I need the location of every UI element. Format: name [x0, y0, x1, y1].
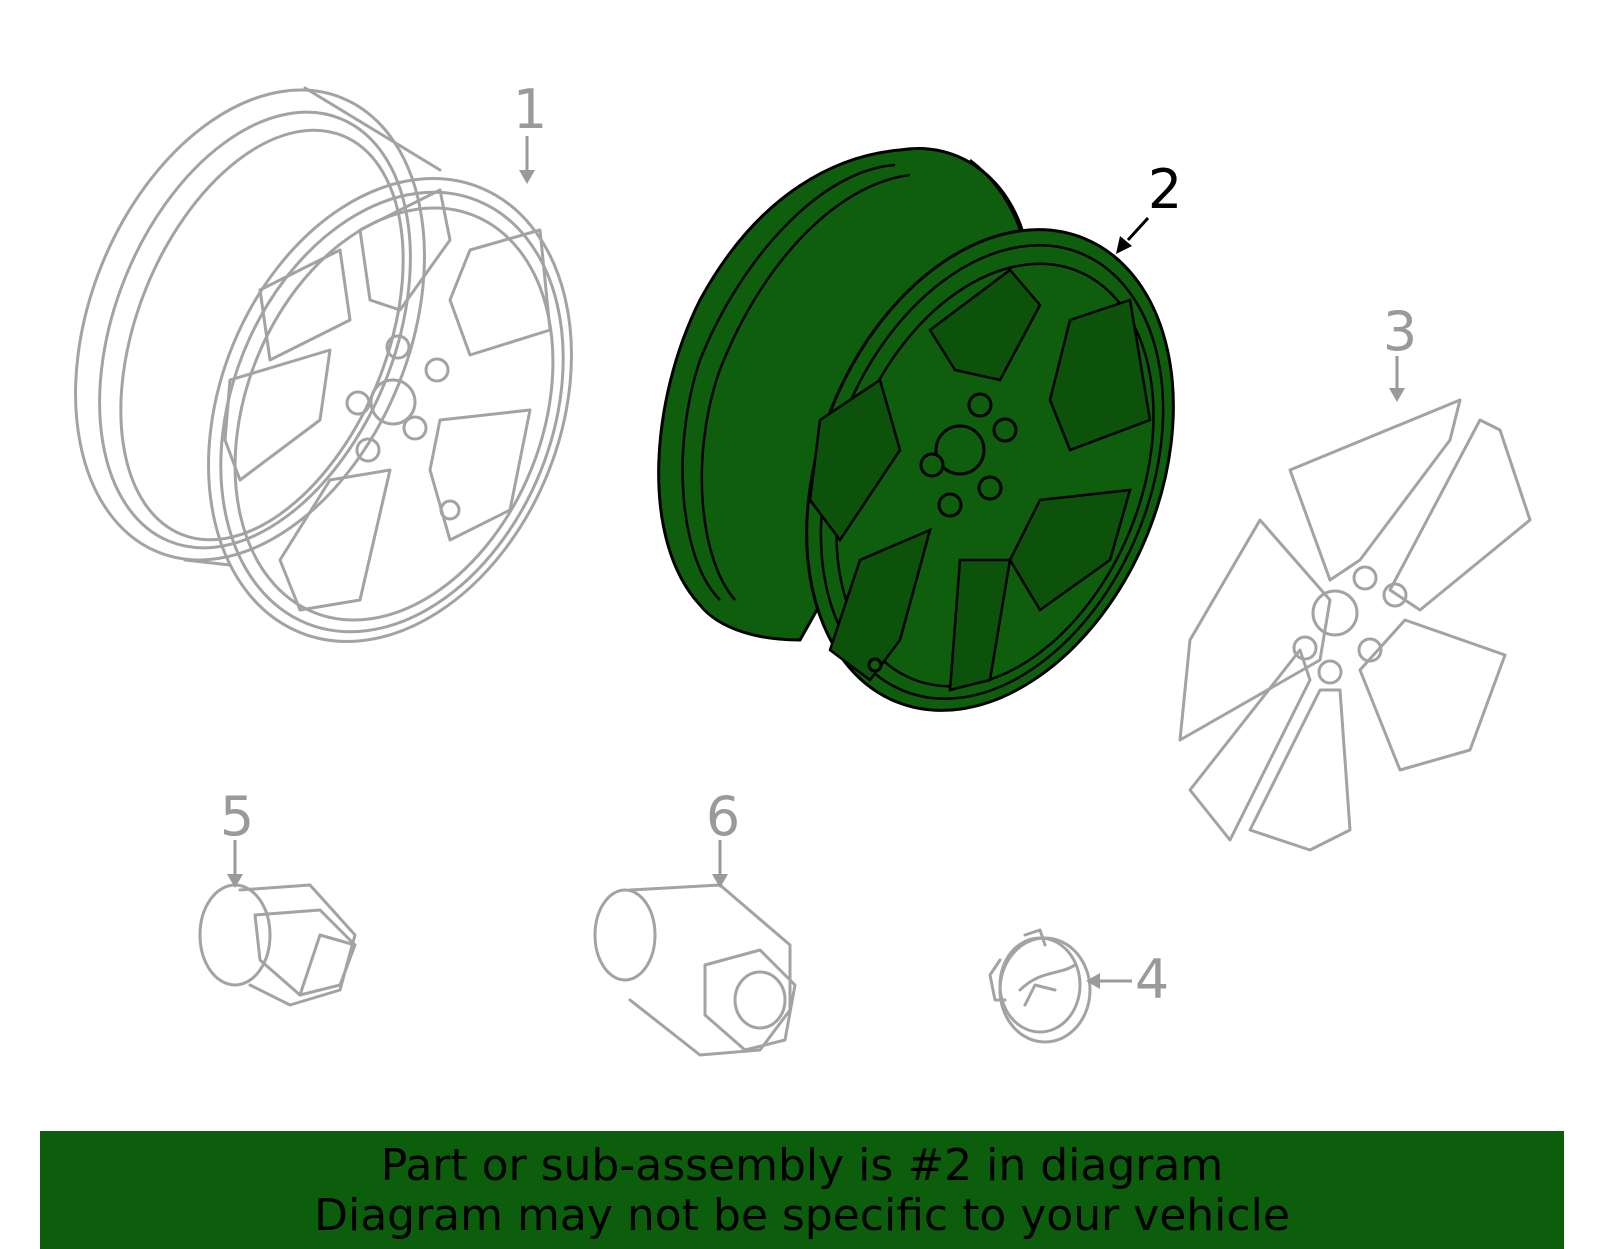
part-6-lug-nut[interactable] [593, 883, 797, 1057]
part-4-center-cap[interactable] [988, 928, 1092, 1044]
callout-1: 1 [513, 78, 547, 141]
leader-1 [519, 136, 535, 184]
leader-4 [1086, 973, 1132, 989]
part-5-lug-nut[interactable] [198, 883, 357, 1007]
callout-4: 4 [1135, 948, 1169, 1011]
part-3-wheel-cover[interactable] [1178, 398, 1532, 852]
part-1-wheel[interactable] [10, 38, 638, 696]
callout-6: 6 [706, 785, 740, 848]
info-banner: Part or sub-assembly is #2 in diagram Di… [40, 1131, 1564, 1249]
leader-2 [1116, 216, 1150, 254]
banner-line-1: Part or sub-assembly is #2 in diagram [380, 1140, 1224, 1191]
callout-3: 3 [1383, 300, 1417, 363]
part-2-wheel-highlighted[interactable] [657, 147, 1242, 765]
leader-6 [712, 840, 728, 888]
leader-5 [227, 840, 243, 888]
callout-5: 5 [220, 785, 254, 848]
banner-line-2: Diagram may not be specific to your vehi… [314, 1190, 1290, 1241]
leader-3 [1389, 356, 1405, 402]
callout-2: 2 [1148, 158, 1182, 221]
